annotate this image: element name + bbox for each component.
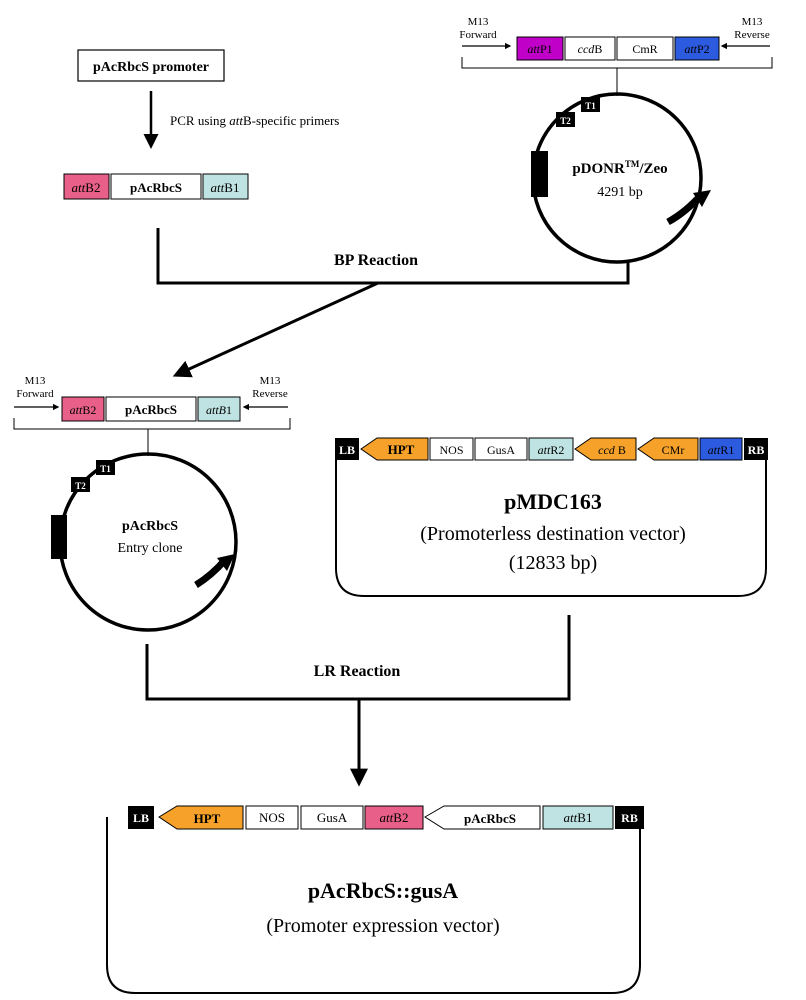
dest-hpt-label: HPT: [388, 442, 415, 457]
expr-attb1-box: [542, 805, 614, 830]
entry-attb2-label: attB2: [70, 403, 97, 417]
bp-reaction-label: BP Reaction: [334, 252, 418, 269]
dest-line3: (12833 bp): [509, 552, 597, 574]
pcr-attb2-label: attB2: [72, 180, 101, 195]
entry-pacrbcs-label: pAcRbcS: [125, 402, 177, 417]
dest-line2: (Promoterless destination vector): [420, 523, 686, 545]
entry-m13-forward-line1: M13: [25, 375, 46, 387]
lr-bracket: [145, 615, 571, 701]
expr-pacrbcs-label: pAcRbcS: [464, 811, 516, 826]
dest-attr2-box: [528, 437, 574, 461]
donor-ccdb-label: ccdB: [578, 42, 603, 56]
dest-lb-label: LB: [339, 443, 355, 457]
bp-result-arrow: [172, 281, 379, 378]
donor-attp1-label: attP1: [527, 42, 552, 56]
dest-nos-box: [429, 437, 474, 461]
dest-name: pMDC163: [504, 489, 602, 514]
expr-attb2-label: attB2: [380, 810, 409, 825]
donor-attp2-box: [674, 36, 720, 61]
dest-cmr-shape: [637, 437, 699, 461]
dest-lb-box: [335, 438, 359, 460]
expr-hpt-shape: [158, 805, 244, 830]
entry-subtitle: Entry clone: [118, 541, 183, 556]
donor-ccdb-box: [564, 36, 616, 61]
dest-gusa-box: [474, 437, 528, 461]
expr-rb-label: RB: [621, 811, 638, 825]
expr-attb2-box: [364, 805, 424, 830]
donor-m13-forward-line2: Forward: [459, 29, 497, 41]
donor-resistance-block: [531, 151, 548, 197]
dest-rb-box: [744, 438, 768, 460]
pcr-pacrbcs-label: pAcRbcS: [130, 180, 182, 195]
expr-lb-box: [128, 806, 154, 829]
dest-rb-label: RB: [748, 443, 765, 457]
promoter-label: pAcRbcS promoter: [93, 60, 209, 75]
dest-gusa-label: GusA: [487, 443, 515, 457]
entry-pacrbcs-box: [105, 396, 197, 422]
expr-gusa-box: [300, 805, 364, 830]
donor-attp2-label: attP2: [684, 42, 709, 56]
promoter-box: [77, 49, 225, 82]
entry-origin-arrow: [194, 557, 228, 588]
pcr-label: PCR using attB-specific primers: [170, 113, 339, 128]
expression-vector-frame: [106, 817, 641, 994]
dest-hpt-shape: [360, 437, 429, 461]
entry-origin-arrowhead: [217, 554, 235, 571]
dest-attr1-box: [699, 437, 743, 461]
donor-size: 4291 bp: [597, 185, 643, 200]
donor-attp1-box: [516, 36, 564, 61]
donor-cmr-box: [616, 36, 674, 61]
entry-t1-box: [96, 460, 115, 475]
expr-hpt-label: HPT: [194, 811, 221, 826]
expr-pacrbcs-shape: [424, 805, 541, 830]
destination-vector-frame: [335, 449, 767, 597]
expr-lb-label: LB: [133, 811, 149, 825]
expr-nos-label: NOS: [259, 810, 285, 825]
entry-t1-label: T1: [100, 464, 111, 474]
entry-t2-box: [71, 477, 90, 492]
donor-m13-reverse-line2: Reverse: [734, 29, 770, 41]
dest-attr1-label: attR1: [708, 443, 735, 457]
dest-nos-label: NOS: [439, 443, 463, 457]
expr-gusa-label: GusA: [317, 810, 348, 825]
entry-name: pAcRbcS: [122, 519, 178, 534]
donor-cmr-label: CmR: [632, 42, 657, 56]
expr-attb1-label: attB1: [564, 810, 593, 825]
entry-resistance-block: [51, 515, 67, 559]
pcr-attb1-label: attB1: [211, 180, 240, 195]
entry-attb1-box: [197, 396, 241, 422]
dest-cmr-label: CMr: [662, 443, 685, 457]
expr-line2: (Promoter expression vector): [266, 915, 499, 937]
lr-reaction-label: LR Reaction: [314, 663, 401, 680]
donor-t2-box: [556, 112, 575, 127]
donor-t2-label: T2: [560, 116, 571, 126]
donor-name: pDONRTM/Zeo: [572, 159, 667, 177]
donor-t1-box: [581, 97, 600, 112]
dest-attr2-label: attR2: [538, 443, 565, 457]
donor-t1-label: T1: [585, 101, 596, 111]
entry-m13-forward-line2: Forward: [16, 388, 54, 400]
expr-rb-box: [615, 806, 644, 829]
donor-m13-forward-line1: M13: [468, 16, 489, 28]
entry-t2-label: T2: [75, 481, 86, 491]
pcr-attb2-box: [63, 173, 110, 200]
pcr-attb1-box: [202, 173, 249, 200]
entry-attb1-label: attB1: [206, 403, 232, 417]
expr-nos-box: [245, 805, 299, 830]
entry-m13-reverse-line1: M13: [260, 375, 281, 387]
donor-origin-arrowhead: [693, 190, 711, 207]
bp-bracket: [156, 228, 630, 285]
entry-m13-reverse-line2: Reverse: [252, 388, 288, 400]
expr-name: pAcRbcS::gusA: [308, 878, 458, 903]
entry-bracket: [13, 418, 291, 430]
entry-attb2-box: [61, 396, 105, 422]
dest-ccdb-label: ccd B: [598, 443, 626, 457]
dest-ccdb-shape: [574, 437, 637, 461]
pcr-pacrbcs-box: [110, 173, 202, 200]
donor-m13-reverse-line1: M13: [742, 16, 763, 28]
